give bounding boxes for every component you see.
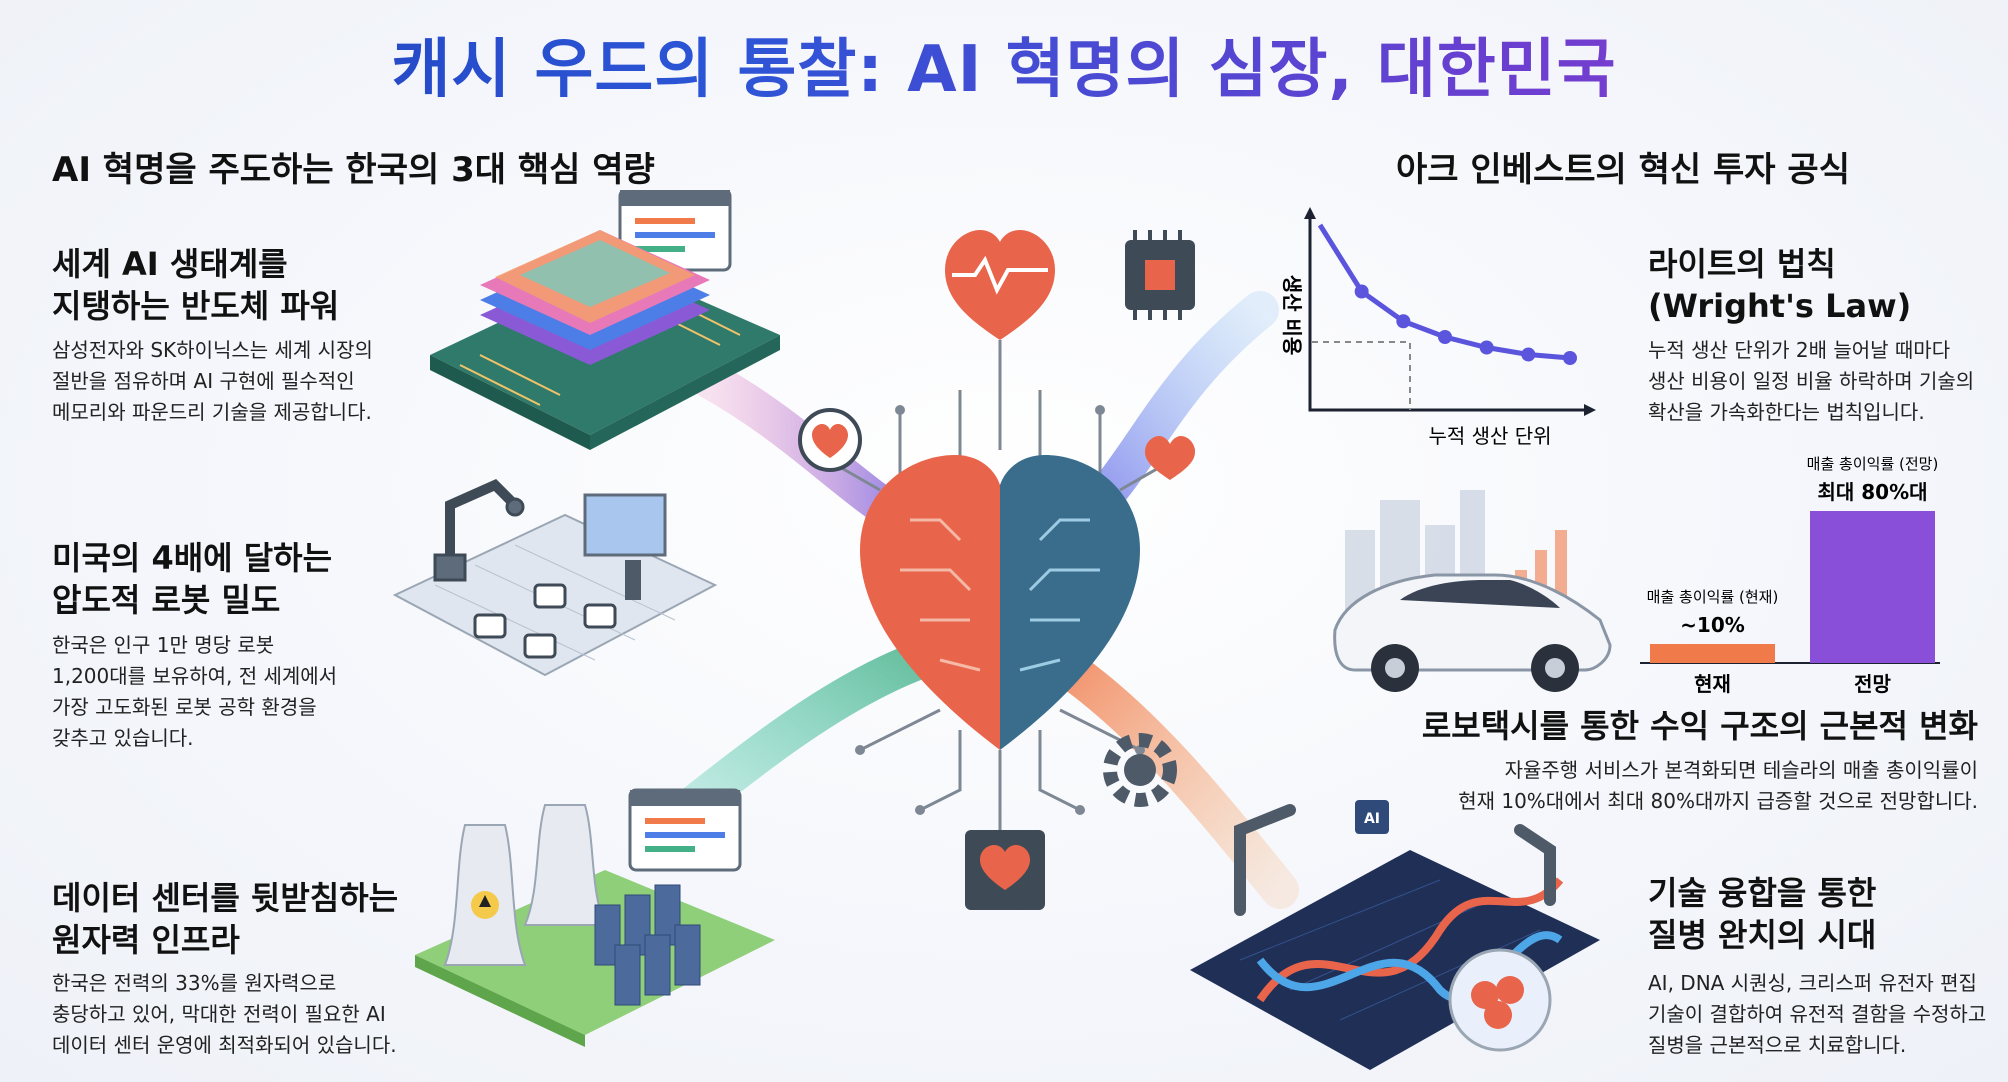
curve-point [1479,340,1494,355]
curve-point [1438,330,1452,344]
svg-text:AI: AI [1364,811,1380,827]
curve-point [1521,347,1536,362]
flow-ribbon [1051,651,1299,909]
chip-heart-icon [965,830,1045,910]
bar-annotation-label: 매출 총이익률 (전망) [1807,455,1939,473]
bar-category-label: 전망 [1854,672,1891,696]
right-section-heading: 아크 인베스트의 혁신 투자 공식 [1396,150,1850,190]
left-item-2-body: 한국은 인구 1만 명당 로봇 1,200대를 보유하여, 전 세계에서 가장 … [52,633,338,750]
code-window-icon [628,788,742,872]
right-item-2-title: 로보택시를 통한 수익 구조의 근본적 변화 [1421,707,1978,745]
nuclear-datacenter-icon [415,804,775,1047]
bar-annotation-label: 매출 총이익률 (현재) [1647,588,1779,606]
curve-point [1563,351,1577,365]
robot-factory-icon [392,479,718,677]
chip-icon [1125,230,1195,320]
bar-category-label: 현재 [1694,672,1731,696]
left-item-2-title: 미국의 4배에 달하는 압도적 로봇 밀도 [52,539,333,619]
y-axis-label: 생산 비용 [1280,275,1304,356]
right-item-1-body: 누적 생산 단위가 2배 늘어날 때마다 생산 비용이 일정 비율 하락하며 기… [1648,338,1975,424]
x-axis-label: 누적 생산 단위 [1428,424,1551,448]
curve-point [1354,284,1369,299]
bar-value-label: 최대 80%대 [1817,480,1927,504]
left-item-1-title: 세계 AI 생태계를 지탱하는 반도체 파워 [52,245,340,325]
left-section-heading: AI 혁명을 주도하는 한국의 3대 핵심 역량 [52,150,655,190]
right-item-1-title: 라이트의 법칙 (Wright's Law) [1648,245,1912,325]
right-item-2-body: 자율주행 서비스가 본격화되면 테슬라의 매출 총이익률이 현재 10%대에서 … [1458,758,1978,813]
central-illustration [618,190,1359,910]
cost-curve-icon: 생산 비용 누적 생산 단위 [1280,207,1596,448]
margin-bar [1650,644,1775,663]
margin-bar [1810,511,1935,663]
heart-pulse-icon [945,230,1055,340]
bar-value-label: ~10% [1680,613,1745,637]
left-item-3-body: 한국은 전력의 33%를 원자력으로 충당하고 있어, 막대한 전력이 필요한 … [52,971,397,1057]
robotaxi-car-icon [1333,490,1612,692]
code-window-icon [618,190,732,272]
gear-icon [1103,733,1177,807]
gross-margin-bar-chart: 현재 ~10% 매출 총이익률 (현재) 전망 최대 80%대 매출 총이익률 (전망) [1640,455,1940,696]
heart-icon [798,408,862,472]
curve-point [1396,314,1411,329]
right-item-3-body: AI, DNA 시퀀싱, 크리스퍼 유전자 편집 기술이 결합하여 유전적 결함… [1648,971,1987,1057]
circuit-heart-icon [860,455,1140,750]
page-title: 캐시 우드의 통찰: AI 혁명의 심장, 대한민국 [0,18,2008,110]
left-item-3-title: 데이터 센터를 뒷받침하는 원자력 인프라 [52,879,399,959]
left-item-1-body: 삼성전자와 SK하이닉스는 세계 시장의 절반을 점유하며 AI 구현에 필수적… [52,338,373,424]
heart-icon [1145,436,1195,480]
dna-robot-icon: AI [1190,800,1600,1070]
right-item-3-title: 기술 융합을 통한 질병 완치의 시대 [1648,874,1877,954]
semiconductor-chip-icon [430,230,780,450]
